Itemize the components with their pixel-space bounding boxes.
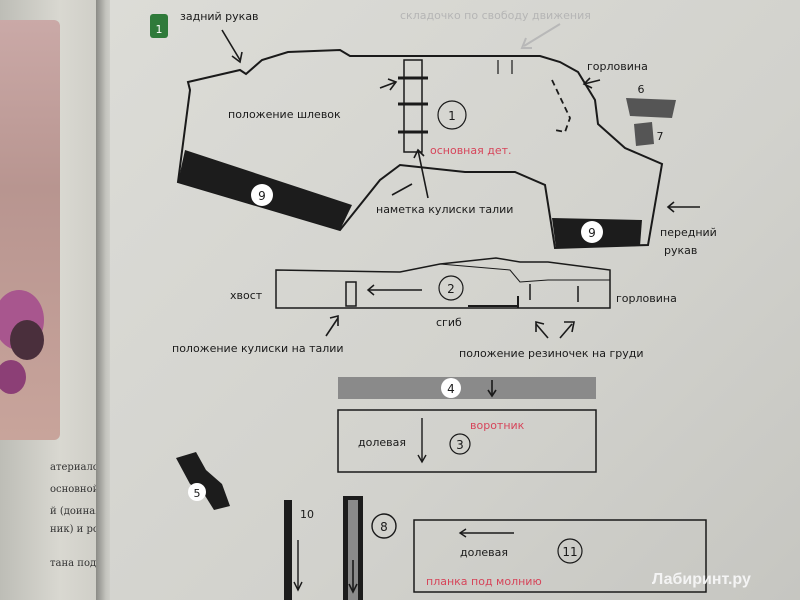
neckline-dashed [551,79,571,134]
left-text-line: основной [50,484,100,495]
piece-8-inner [348,500,358,600]
piece-1-number: 1 [448,109,456,123]
piece-2-arrows [325,314,575,339]
piece-4-number: 4 [447,382,455,396]
piece-11-circle [557,538,583,564]
piece-7-number: 7 [657,130,664,143]
step-badge: 1 [150,14,168,38]
piece-6-number: 6 [638,83,645,96]
label-grain-zip: долевая [460,546,508,559]
badge-number: 1 [156,23,163,36]
left-text-line: ник) и ро- [50,524,100,535]
piece-11-number: 11 [562,545,577,559]
label-front-sleeve: рукав [664,244,697,257]
label-loops-position: положение шлевок [228,108,341,121]
label-front-sleeve: передний [660,226,717,239]
piece-9-circle [581,221,603,243]
label-back-sleeve: задний рукав [180,10,259,23]
piece-8-circle [371,513,397,539]
left-page: атериалов основной й (доиная ник) и ро- … [0,0,100,600]
label-pleat: складочко по свободу движения [400,9,591,22]
pointer-arrows [221,29,700,213]
watermark: Лабиринт.ру [652,571,751,588]
label-grain-collar: долевая [358,436,406,449]
book-gutter [96,0,114,600]
piece-4 [338,377,596,399]
piece-3-collar [337,409,597,473]
piece-9-number: 9 [588,226,596,240]
label-main-part: основная дет. [430,144,512,157]
piece-7 [634,122,654,146]
label-collar: воротник [470,419,525,432]
label-neckline-piece2: горловина [616,292,677,305]
left-text-line: атериалов [50,462,100,473]
piece-2-number: 2 [447,282,455,296]
flower-leaf [10,320,44,360]
flower-petal [0,360,26,394]
piece-11-arrow [458,528,514,538]
pleat-marks [497,60,513,74]
label-waist-channel-position: положение кулиски на талии [172,342,344,355]
badge-bg [150,14,168,38]
piece-11 [413,519,707,593]
label-elastic-position: положение резиночек на груди [459,347,644,360]
piece-5-circle [188,483,206,501]
strip-10-arrow [293,540,303,592]
pleat-arrow [520,23,561,49]
left-text-line: тана под за- [50,558,100,569]
label-waist-channel-mark: наметка кулиски талии [376,203,513,216]
piece-4-arrow [487,380,497,398]
flower-photo [0,20,60,440]
piece-9-circle [251,184,273,206]
piece-5-number: 5 [194,487,201,500]
piece-4-circle [441,378,461,398]
label-tail: хвост [230,289,263,302]
main-piece-outline [176,48,664,250]
piece-3-circle [449,433,471,455]
piece-3-number: 3 [456,438,464,452]
piece-6 [626,98,676,118]
collar-grain-arrow [417,418,427,464]
piece-2-circle [438,275,464,301]
piece-8-number: 8 [380,520,388,534]
piece-1-circle [437,100,467,130]
piece-2 [275,257,611,309]
strip-10 [284,500,292,600]
label-neckline: горловина [587,60,648,73]
piece-8-arrow [348,560,358,594]
left-text-line: й (доиная [50,506,100,517]
piece-5 [176,452,230,510]
label-fold: сгиб [436,316,462,329]
belt-loops [398,59,428,153]
piece-9-number: 9 [258,189,266,203]
label-zip-placket: планка под молнию [426,575,542,588]
label-strip-10: 10 [300,508,314,521]
